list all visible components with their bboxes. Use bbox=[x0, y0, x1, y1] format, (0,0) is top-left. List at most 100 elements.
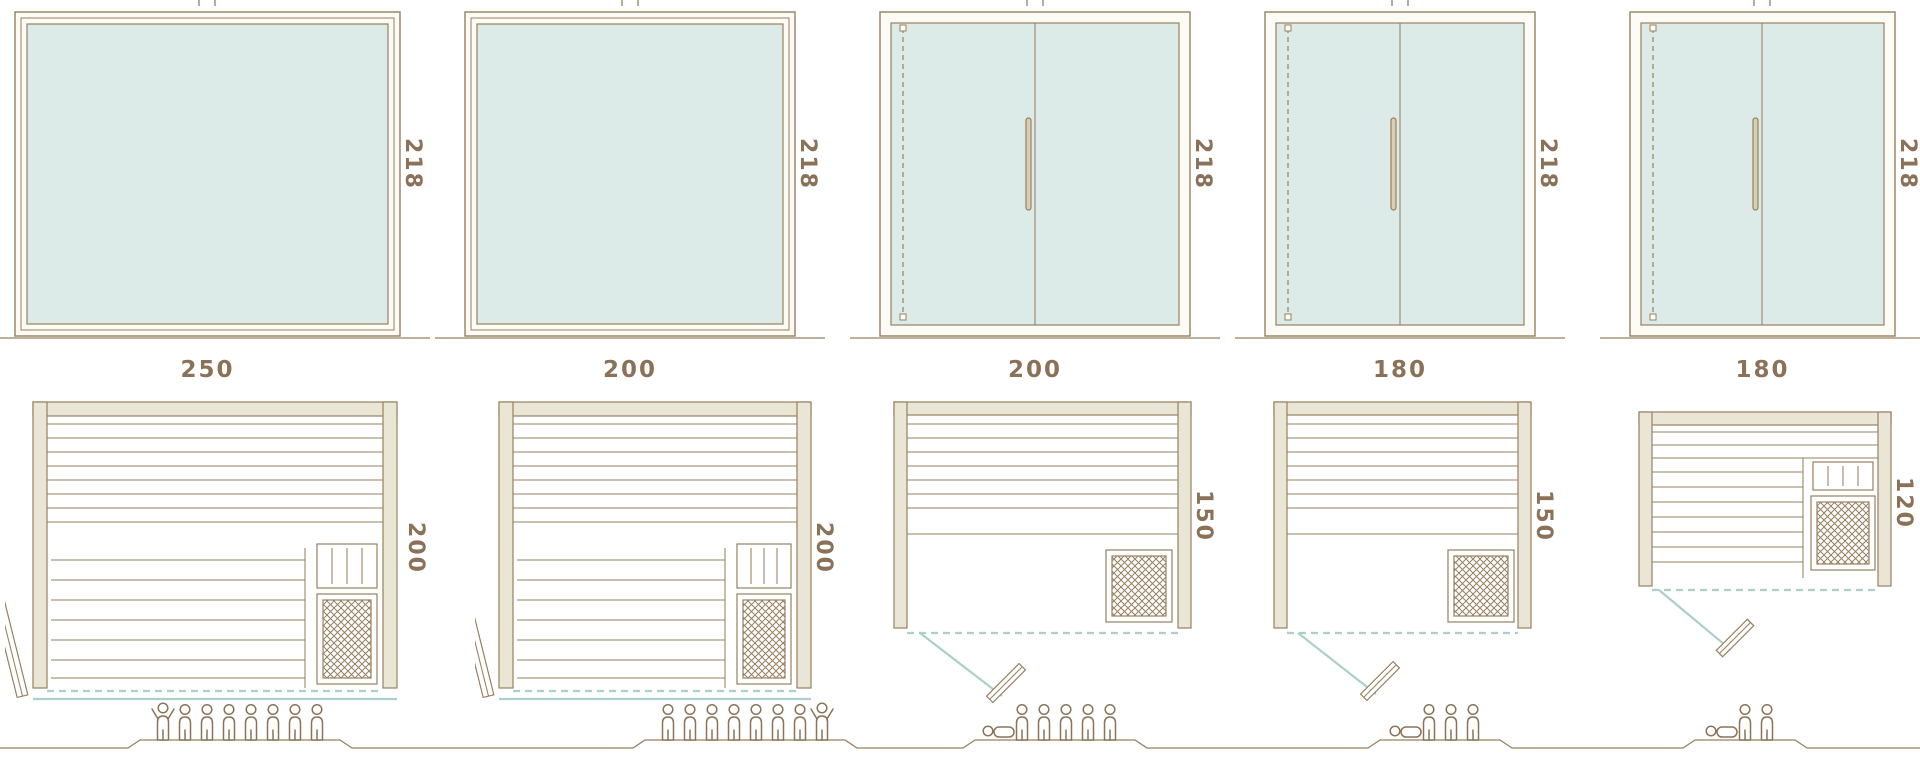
width-dimension-1: 250 bbox=[180, 357, 235, 383]
standing-person-icon bbox=[793, 703, 807, 741]
right-wall bbox=[1177, 401, 1192, 629]
waving-person-icon bbox=[151, 702, 175, 741]
bench-slats bbox=[907, 423, 1178, 535]
left-wall bbox=[1273, 401, 1288, 629]
standing-person-icon bbox=[1738, 703, 1752, 741]
crop-mark bbox=[1026, 0, 1044, 6]
reclining-person-icon bbox=[1389, 725, 1422, 738]
height-dimension-4: 218 bbox=[1535, 138, 1560, 190]
floor-plan-4 bbox=[1273, 401, 1532, 702]
height-dimension-1: 218 bbox=[400, 138, 425, 190]
open-door-leaf-icon bbox=[985, 662, 1027, 704]
open-door-leaf-icon bbox=[475, 587, 495, 699]
crop-mark bbox=[1753, 0, 1771, 6]
depth-dimension-4: 150 bbox=[1531, 490, 1556, 542]
lower-bench-slats bbox=[517, 548, 726, 688]
standing-person-icon bbox=[288, 703, 302, 741]
standing-person-icon bbox=[661, 703, 675, 741]
heater-icon bbox=[1105, 549, 1173, 623]
back-wall bbox=[32, 401, 398, 417]
door-swing-line bbox=[1658, 589, 1732, 651]
right-wall bbox=[1877, 411, 1892, 587]
reclining-person-icon bbox=[982, 725, 1015, 738]
right-wall bbox=[1517, 401, 1532, 629]
floor-plan-3 bbox=[893, 401, 1192, 704]
back-wall bbox=[1273, 401, 1532, 416]
crop-mark bbox=[621, 0, 639, 6]
heater-icon bbox=[1447, 549, 1515, 623]
standing-person-icon bbox=[771, 703, 785, 741]
people-group-3 bbox=[982, 703, 1117, 741]
bench-slats bbox=[1652, 431, 1878, 578]
width-dimension-4: 180 bbox=[1372, 357, 1427, 383]
standing-person-icon bbox=[222, 703, 236, 741]
standing-person-icon bbox=[1444, 703, 1458, 741]
left-wall bbox=[893, 401, 908, 629]
floor-plan-5 bbox=[1638, 411, 1892, 658]
front-elevation-4 bbox=[1235, 0, 1565, 339]
standing-person-icon bbox=[749, 703, 763, 741]
open-door-leaf-icon bbox=[5, 587, 29, 699]
people-group-5 bbox=[1705, 703, 1774, 741]
standing-person-icon bbox=[1081, 703, 1095, 741]
height-dimension-2: 218 bbox=[795, 138, 820, 190]
people-group-1 bbox=[151, 702, 324, 741]
crop-mark bbox=[1391, 0, 1409, 6]
glass-panel bbox=[476, 23, 784, 325]
standing-person-icon bbox=[1103, 703, 1117, 741]
standing-person-icon bbox=[1059, 703, 1073, 741]
glass-panel bbox=[26, 23, 389, 325]
left-wall bbox=[1638, 411, 1653, 587]
right-wall bbox=[382, 401, 398, 689]
standing-person-icon bbox=[1037, 703, 1051, 741]
depth-dimension-1: 200 bbox=[403, 522, 428, 574]
heater-icon bbox=[1810, 495, 1876, 571]
standing-person-icon bbox=[200, 703, 214, 741]
ground-and-people bbox=[0, 702, 1920, 749]
reclining-person-icon bbox=[1705, 725, 1738, 738]
hinge-top-icon bbox=[899, 24, 907, 32]
hinge-bottom-icon bbox=[1649, 313, 1657, 321]
open-door-leaf-icon bbox=[1359, 660, 1401, 702]
width-dimension-5: 180 bbox=[1735, 357, 1790, 383]
width-dimension-3: 200 bbox=[1007, 357, 1062, 383]
front-elevation-1 bbox=[0, 0, 430, 339]
upper-bench-slats bbox=[513, 423, 797, 523]
standing-person-icon bbox=[1015, 703, 1029, 741]
back-wall bbox=[1638, 411, 1892, 426]
door-swing-line bbox=[919, 632, 1003, 697]
left-wall bbox=[32, 401, 48, 689]
vertical-slat-box bbox=[736, 543, 792, 589]
front-elevation-3 bbox=[850, 0, 1220, 339]
back-wall bbox=[893, 401, 1192, 416]
front-elevation-2 bbox=[435, 0, 825, 339]
depth-dimension-2: 200 bbox=[811, 522, 836, 574]
upper-bench-slats bbox=[47, 423, 383, 523]
cabin-frame-inner-line bbox=[470, 17, 790, 331]
standing-person-icon bbox=[1466, 703, 1480, 741]
door-swing-line bbox=[1297, 632, 1377, 695]
floor-plan-1 bbox=[5, 401, 398, 701]
door-handle-icon bbox=[1025, 117, 1032, 211]
people-group-4 bbox=[1389, 703, 1480, 741]
height-dimension-5: 218 bbox=[1895, 138, 1920, 190]
door-handle-icon bbox=[1752, 117, 1759, 211]
bench-slats bbox=[1287, 423, 1518, 535]
hinge-top-icon bbox=[1649, 24, 1657, 32]
standing-person-icon bbox=[1760, 703, 1774, 741]
heater-icon bbox=[316, 593, 378, 685]
standing-person-icon bbox=[705, 703, 719, 741]
height-dimension-3: 218 bbox=[1190, 138, 1215, 190]
standing-person-icon bbox=[727, 703, 741, 741]
heater-icon bbox=[736, 593, 792, 685]
left-wall bbox=[498, 401, 514, 689]
hinge-bottom-icon bbox=[899, 313, 907, 321]
standing-person-icon bbox=[683, 703, 697, 741]
standing-person-icon bbox=[266, 703, 280, 741]
lower-bench-slats bbox=[51, 548, 306, 688]
vertical-slat-box bbox=[316, 543, 378, 589]
vertical-slat-box bbox=[1812, 461, 1874, 491]
standing-person-icon bbox=[1422, 703, 1436, 741]
door-handle-icon bbox=[1390, 117, 1397, 211]
